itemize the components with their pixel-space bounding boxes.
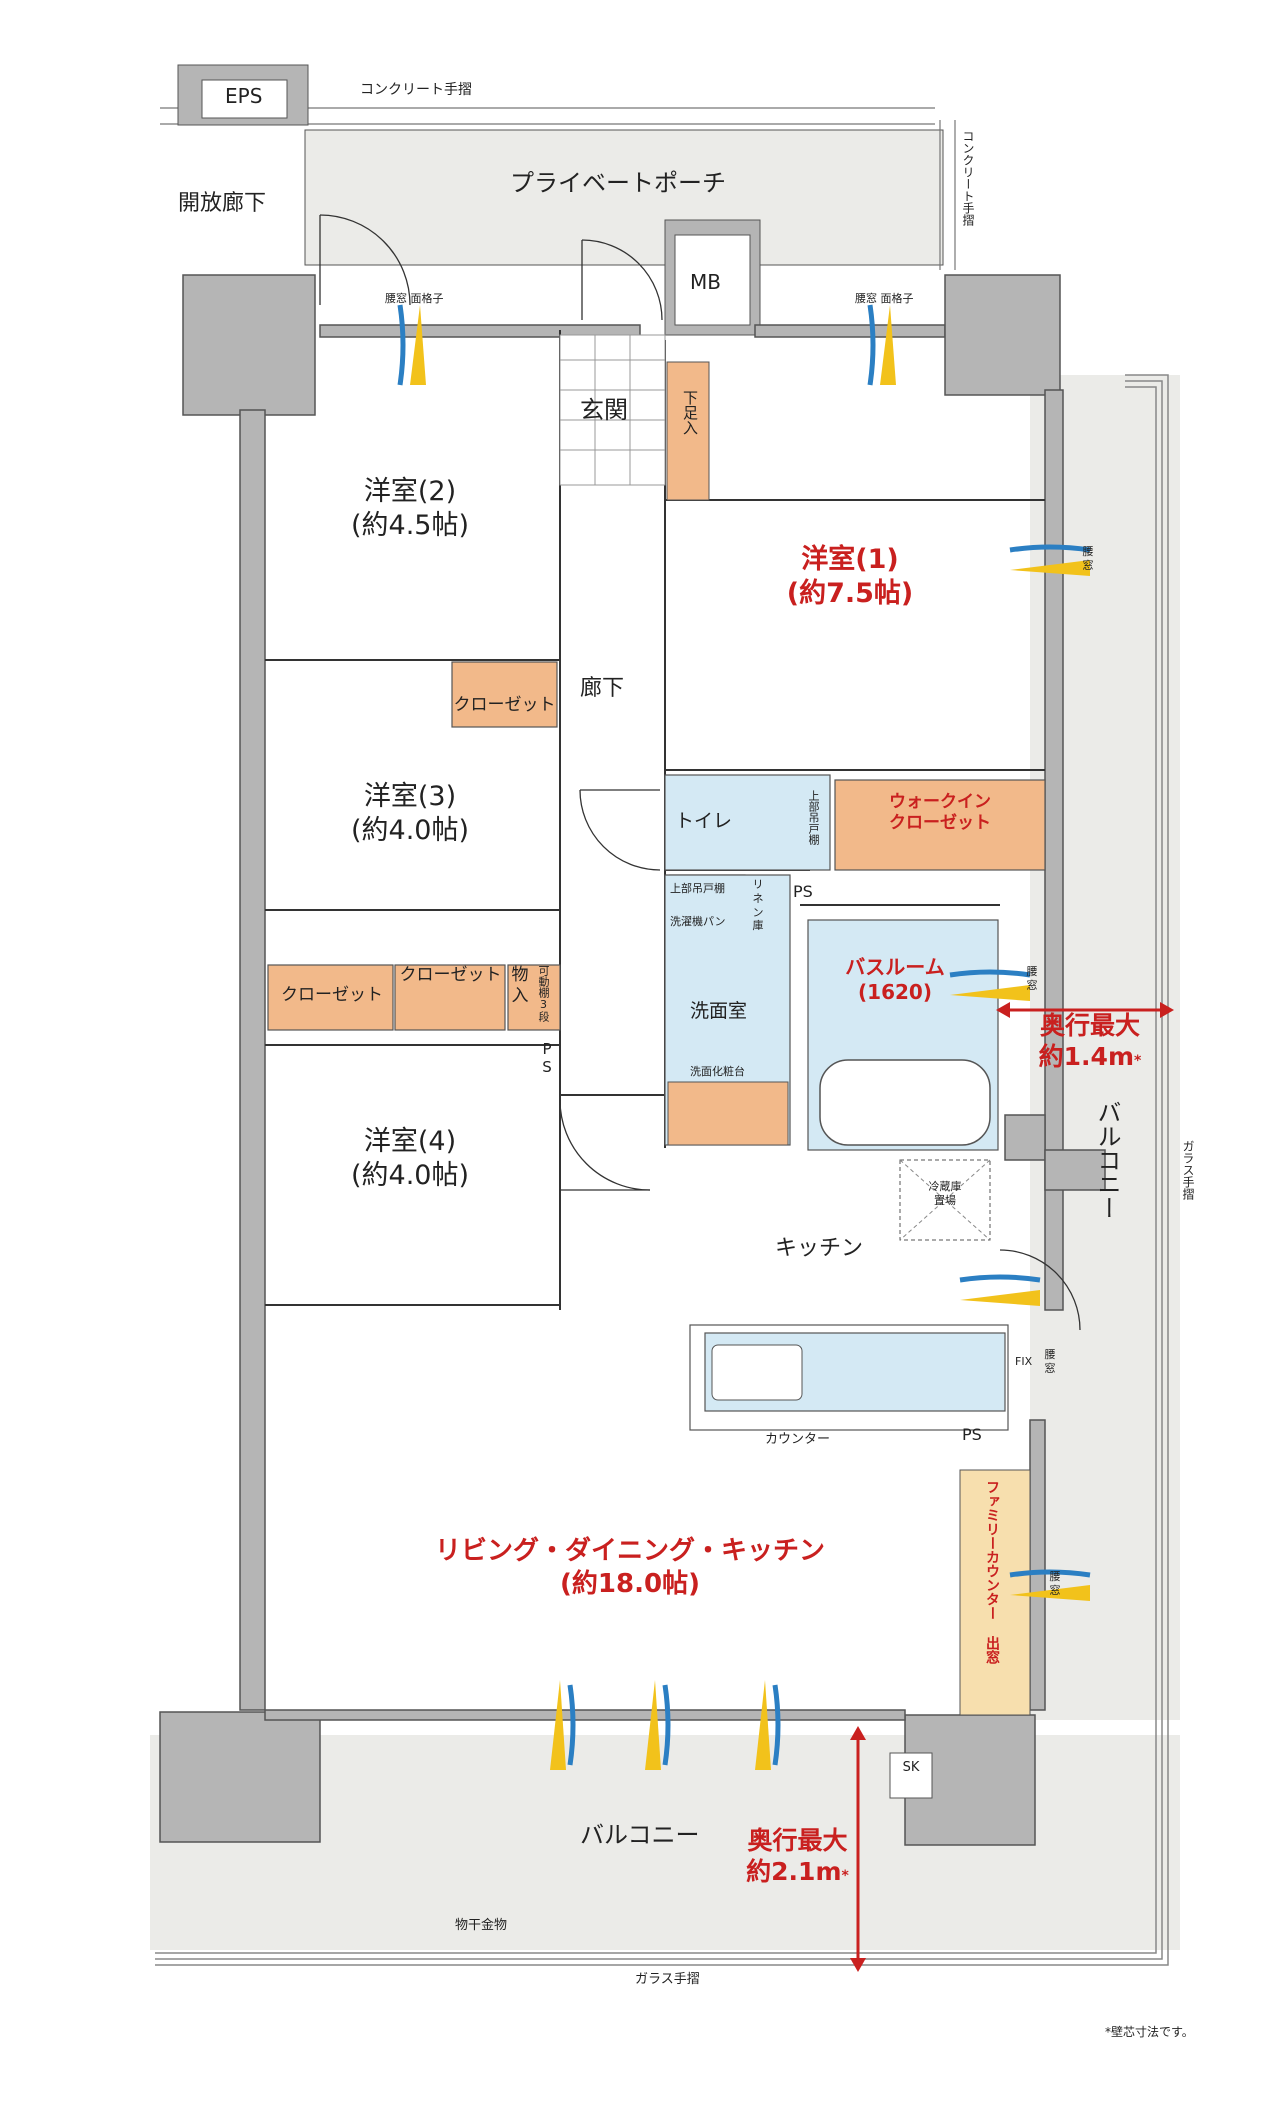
- upper-shelf-wash-label: 上部吊戸棚: [670, 882, 725, 895]
- washer-pan-label: 洗濯機パン: [670, 915, 726, 928]
- doors: [319, 214, 1081, 1331]
- east-balcony-label: バルコニー: [1093, 1100, 1121, 1220]
- airflow-marks: [397, 304, 1091, 1770]
- depth-east-label: 奥行最大 約1.4m*: [1025, 1010, 1155, 1073]
- toilet-label: トイレ: [675, 810, 733, 832]
- linen-label: リネン庫: [752, 878, 764, 933]
- waist-window-label-2: 腰窓: [1026, 965, 1038, 992]
- depth-south-mark: *: [841, 1868, 849, 1885]
- western-room-2-label: 洋室(2) (約4.5帖): [335, 475, 485, 543]
- western-room-3-label: 洋室(3) (約4.0帖): [335, 780, 485, 848]
- closet-3-label: クローゼット: [281, 985, 383, 1005]
- waist-window-grille-left-label: 腰窓 面格子: [385, 292, 444, 305]
- vanity-counter: [667, 1081, 789, 1146]
- waist-window-grille-right-label: 腰窓 面格子: [855, 292, 914, 305]
- ldk-name: リビング・ダイニング・キッチン: [435, 1536, 826, 1566]
- glass-rail-side-label: ガラス手摺: [1181, 1140, 1195, 1200]
- family-counter-label: ファミリーカウンター 出窓: [984, 1480, 1000, 1664]
- fridge-space: [899, 1159, 991, 1241]
- sk-label: SK: [902, 1760, 920, 1775]
- kitchen-counter: [689, 1324, 1009, 1431]
- ldk-size: (約18.0帖): [560, 1568, 700, 1599]
- vanity-label: 洗面化粧台: [690, 1065, 745, 1078]
- eps-label: EPS: [225, 84, 263, 108]
- corridor-label: 廊下: [580, 676, 625, 701]
- bathroom-size: (1620): [858, 980, 932, 1004]
- bathroom-name: バスルーム: [845, 955, 945, 979]
- depth-south-label: 奥行最大 約2.1m*: [735, 1825, 860, 1888]
- open-corridor-label: 開放廊下: [178, 191, 267, 216]
- waist-window-label-1: 腰窓: [1082, 545, 1094, 572]
- ps-label-1: PS: [793, 882, 813, 901]
- kitchen-label: キッチン: [775, 1236, 864, 1261]
- entrance-tiles: [559, 334, 666, 486]
- western-room-2-name: 洋室(2): [363, 476, 457, 507]
- bathroom-label: バスルーム (1620): [830, 955, 960, 1005]
- fridge-label: 冷蔵庫 置場: [928, 1180, 962, 1207]
- kitchen-sink: [711, 1344, 803, 1401]
- sk-sink: [889, 1752, 933, 1799]
- entrance-label: 玄関: [580, 396, 628, 424]
- movable-shelf-label: 可動棚3段: [537, 965, 550, 1022]
- depth-south-value: 約2.1m: [746, 1857, 842, 1887]
- bathtub: [819, 1059, 991, 1146]
- western-room-2-size: (約4.5帖): [350, 509, 469, 541]
- western-room-1-name: 洋室(1): [801, 544, 899, 575]
- closet-4-label: クローゼット: [399, 965, 502, 985]
- ps-label-2: PS: [538, 1040, 556, 1076]
- upper-shelf-toilet-label: 上部吊戸棚: [807, 790, 820, 845]
- western-room-4-label: 洋室(4) (約4.0帖): [335, 1125, 485, 1193]
- walk-in-closet-label: ウォークイン クローゼット: [889, 792, 991, 834]
- ldk-label: リビング・ダイニング・キッチン (約18.0帖): [435, 1535, 825, 1600]
- family-counter-area: [959, 1469, 1031, 1716]
- footnote: *壁芯寸法です。: [1105, 2025, 1194, 2039]
- shoe-closet-label: 下足入: [681, 390, 699, 435]
- ps-label-3: PS: [962, 1425, 982, 1444]
- waist-window-label-3: 腰窓: [1044, 1348, 1056, 1375]
- fix-label: FIX: [1015, 1355, 1033, 1368]
- depth-east-value: 約1.4m: [1038, 1042, 1134, 1072]
- shoe-closet: [666, 361, 710, 501]
- private-porch-floor: [304, 129, 944, 266]
- south-balcony-label: バルコニー: [580, 1821, 700, 1849]
- storage-label: 物入: [511, 965, 529, 1007]
- depth-east-title: 奥行最大: [1039, 1011, 1140, 1040]
- closet-2-label: クローゼット: [453, 695, 556, 715]
- laundry-hardware-label: 物干金物: [455, 1918, 508, 1933]
- depth-south-title: 奥行最大: [747, 1826, 848, 1855]
- washroom-label: 洗面室: [690, 1000, 748, 1022]
- glass-rail-bottom-label: ガラス手摺: [635, 1972, 700, 1987]
- western-room-4-name: 洋室(4): [363, 1126, 457, 1157]
- western-room-1-label: 洋室(1) (約7.5帖): [780, 543, 920, 611]
- concrete-rail-side-label: コンクリート手摺: [961, 130, 975, 226]
- western-room-1-size: (約7.5帖): [786, 577, 914, 609]
- concrete-rail-top-label: コンクリート手摺: [360, 82, 472, 98]
- waist-window-label-4: 腰窓: [1049, 1570, 1061, 1597]
- glass-railing: [155, 374, 1169, 1966]
- western-room-3-name: 洋室(3): [363, 781, 457, 812]
- depth-arrows: [850, 1002, 1174, 1972]
- private-porch-label: プライベートポーチ: [510, 169, 726, 197]
- mb-label: MB: [690, 270, 721, 294]
- western-room-4-size: (約4.0帖): [350, 1159, 469, 1191]
- depth-east-mark: *: [1134, 1053, 1142, 1070]
- counter-label: カウンター: [765, 1432, 831, 1447]
- western-room-3-size: (約4.0帖): [350, 814, 469, 846]
